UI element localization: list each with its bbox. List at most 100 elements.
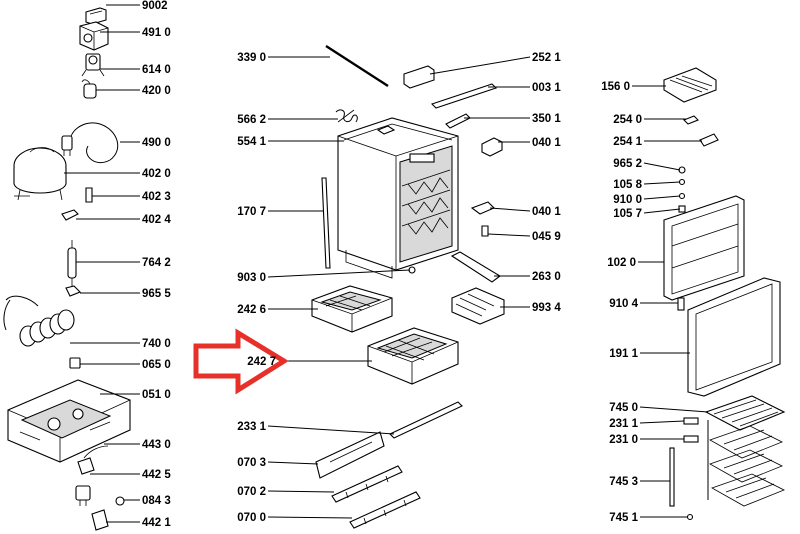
part-2540 xyxy=(683,115,699,125)
part-9002 xyxy=(85,7,107,25)
callout-4900: 490 0 xyxy=(142,137,171,149)
part-9655 xyxy=(65,285,81,297)
part-9934 xyxy=(451,287,505,325)
callout-5541: 554 1 xyxy=(237,136,266,148)
part-0459 xyxy=(481,225,489,237)
callout-9104: 910 4 xyxy=(609,298,638,310)
part-3501 xyxy=(445,113,471,129)
callout-4020: 402 0 xyxy=(142,168,171,180)
part-7450 xyxy=(704,395,786,431)
callout-4910: 491 0 xyxy=(142,27,171,39)
part-2427 xyxy=(367,327,459,385)
part-2541 xyxy=(699,133,719,147)
callout-7450: 745 0 xyxy=(609,402,638,414)
part-0650 xyxy=(69,357,81,369)
part-0510 xyxy=(7,379,131,463)
part-9100 xyxy=(678,192,686,200)
callout-labels: 9002 491 0 614 0 420 0 490 0 402 0 402 3… xyxy=(142,0,643,529)
callout-4024: 402 4 xyxy=(142,214,171,226)
callout-2427: 242 7 xyxy=(247,356,276,368)
callout-1020: 102 0 xyxy=(607,257,636,269)
part-1560 xyxy=(663,67,717,103)
callout-6140: 614 0 xyxy=(142,64,171,76)
part-1058 xyxy=(678,178,686,186)
callout-2331: 233 1 xyxy=(237,421,266,433)
part-3390 xyxy=(325,44,389,88)
callout-3501: 350 1 xyxy=(532,113,561,125)
callout-0031: 003 1 xyxy=(532,82,561,94)
part-4200 xyxy=(81,79,97,99)
callout-1560: 156 0 xyxy=(601,81,630,93)
part-4024 xyxy=(61,209,79,221)
part-4900 xyxy=(61,122,119,164)
part-1911 xyxy=(687,277,781,397)
callout-7453: 745 3 xyxy=(609,476,638,488)
callout-2521: 252 1 xyxy=(532,52,561,64)
part-0700 xyxy=(349,491,421,529)
callout-2540: 254 0 xyxy=(613,114,642,126)
callout-2426: 242 6 xyxy=(237,304,266,316)
part-4023 xyxy=(85,187,93,203)
part-0843 xyxy=(115,496,125,506)
part-4430 xyxy=(77,445,109,475)
callout-7642: 764 2 xyxy=(142,257,171,269)
callout-9934: 993 4 xyxy=(532,302,561,314)
part-4910 xyxy=(79,21,109,51)
callout-9030: 903 0 xyxy=(237,272,266,284)
cabinet xyxy=(337,117,459,279)
callout-9652: 965 2 xyxy=(613,158,642,170)
callout-7400: 740 0 xyxy=(142,338,171,350)
part-4425 xyxy=(75,485,91,506)
callout-0401b: 040 1 xyxy=(532,206,561,218)
part-5662 xyxy=(335,109,358,123)
part-0031 xyxy=(430,83,498,109)
callout-0459: 045 9 xyxy=(532,231,561,243)
callout-0700: 070 0 xyxy=(237,512,266,524)
leader-lines xyxy=(64,4,709,523)
callout-0510: 051 0 xyxy=(142,389,171,401)
part-2331 xyxy=(389,401,463,439)
part-0401a xyxy=(481,137,503,157)
callout-9655: 965 5 xyxy=(142,288,171,300)
part-4421 xyxy=(91,509,109,531)
part-9104 xyxy=(677,297,685,311)
part-0702 xyxy=(331,465,403,503)
part-7453 xyxy=(669,420,785,507)
callout-0703: 070 3 xyxy=(237,457,266,469)
callout-1057: 105 7 xyxy=(613,208,642,220)
callout-2310: 231 0 xyxy=(609,434,638,446)
part-7451 xyxy=(686,513,694,521)
part-4020 xyxy=(13,147,67,201)
highlight-arrow xyxy=(193,328,289,395)
part-1707 xyxy=(321,177,331,269)
callout-4421: 442 1 xyxy=(142,517,171,529)
callout-4425: 442 5 xyxy=(142,469,171,481)
callout-0843: 084 3 xyxy=(142,495,171,507)
callout-9100: 910 0 xyxy=(613,194,642,206)
part-7400 xyxy=(3,295,75,347)
part-2521 xyxy=(403,65,435,89)
callout-9002: 9002 xyxy=(142,0,168,12)
part-2310 xyxy=(683,435,699,443)
callout-5662: 566 2 xyxy=(237,114,266,126)
callout-1911: 191 1 xyxy=(609,348,638,360)
part-2630 xyxy=(450,251,501,283)
part-6140 xyxy=(81,53,105,77)
part-1020 xyxy=(663,195,745,301)
part-0703 xyxy=(315,431,385,479)
callout-0650: 065 0 xyxy=(142,359,171,371)
callout-2541: 254 1 xyxy=(613,136,642,148)
part-7642 xyxy=(67,240,77,286)
callout-1058: 105 8 xyxy=(613,179,642,191)
callout-2311: 231 1 xyxy=(609,418,638,430)
callout-0702: 070 2 xyxy=(237,486,266,498)
callout-7451: 745 1 xyxy=(609,512,638,524)
callout-1707: 170 7 xyxy=(237,206,266,218)
part-2311 xyxy=(683,417,699,425)
callout-4023: 402 3 xyxy=(142,191,171,203)
callout-4430: 443 0 xyxy=(142,439,171,451)
part-2426 xyxy=(311,285,393,333)
callout-2630: 263 0 xyxy=(532,271,561,283)
callout-3390: 339 0 xyxy=(237,52,266,64)
